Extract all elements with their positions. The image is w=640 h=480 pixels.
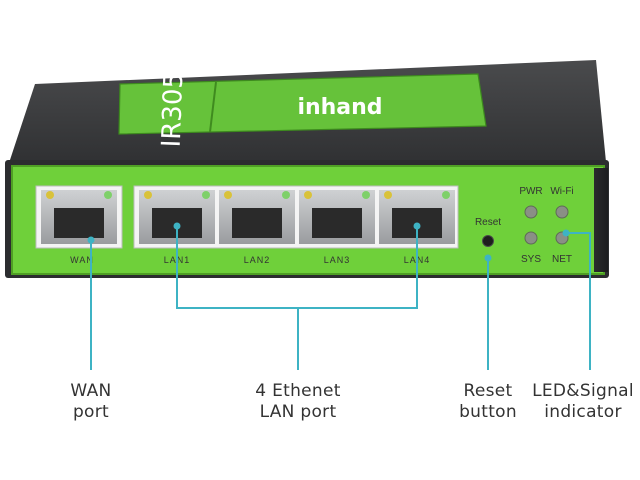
wan-led-green <box>104 191 112 199</box>
lan2-led-green <box>282 191 290 199</box>
lan3-led-yellow <box>304 191 312 199</box>
callout-wan: WAN port <box>41 381 141 423</box>
led-label-sys: SYS <box>521 254 541 265</box>
lan3-port[interactable] <box>299 190 375 244</box>
brand-logo-text: inhand <box>297 95 382 120</box>
callout-led-line1: LED&Signal <box>532 381 634 401</box>
lan2-port[interactable] <box>219 190 295 244</box>
callout-reset: Reset button <box>438 381 538 423</box>
leader-dots <box>87 222 570 262</box>
leader-dot-led <box>562 229 570 237</box>
reset-label: Reset <box>475 217 501 228</box>
wan-port-socket <box>54 208 104 238</box>
callout-lan-line2: LAN port <box>259 402 337 422</box>
leader-dot-wan <box>87 236 95 244</box>
led-wifi <box>555 205 569 219</box>
callout-reset-line1: Reset <box>463 381 513 401</box>
callout-led-line2: indicator <box>544 402 622 422</box>
leader-dot-lan1 <box>173 222 181 230</box>
lan4-led-yellow <box>384 191 392 199</box>
port-label-wan: WAN <box>70 255 94 265</box>
router-top: IR305 inhand <box>8 60 606 166</box>
lan3-led-green <box>362 191 370 199</box>
leader-lines <box>90 226 591 370</box>
led-sys <box>524 231 538 245</box>
callout-wan-line1: WAN <box>70 381 112 401</box>
lan4-led-green <box>442 191 450 199</box>
side-edge <box>594 168 608 272</box>
led-label-pwr: PWR <box>519 186 542 197</box>
callout-led: LED&Signal indicator <box>528 381 638 423</box>
lan1-led-yellow <box>144 191 152 199</box>
port-label-lan2: LAN2 <box>244 255 271 265</box>
callout-lan: 4 Ethenet LAN port <box>228 381 368 423</box>
callout-wan-line2: port <box>72 402 110 422</box>
leader-dot-reset <box>484 254 492 262</box>
callout-lan-line1: 4 Ethenet <box>255 381 341 401</box>
plate-divider <box>209 81 217 133</box>
wan-port[interactable] <box>35 185 123 249</box>
led-pwr <box>524 205 538 219</box>
lan1-led-green <box>202 191 210 199</box>
leader-led <box>566 232 591 370</box>
lan2-port-socket <box>232 208 282 238</box>
led-label-wifi: Wi-Fi <box>550 186 573 197</box>
wan-led-yellow <box>46 191 54 199</box>
lan2-led-yellow <box>224 191 232 199</box>
led-label-net: NET <box>552 254 572 265</box>
reset-button[interactable] <box>482 235 494 247</box>
model-text: IR305 <box>157 72 190 148</box>
callout-reset-line2: button <box>459 402 517 422</box>
lan3-port-socket <box>312 208 362 238</box>
port-label-lan3: LAN3 <box>324 255 351 265</box>
leader-dot-lan4 <box>413 222 421 230</box>
